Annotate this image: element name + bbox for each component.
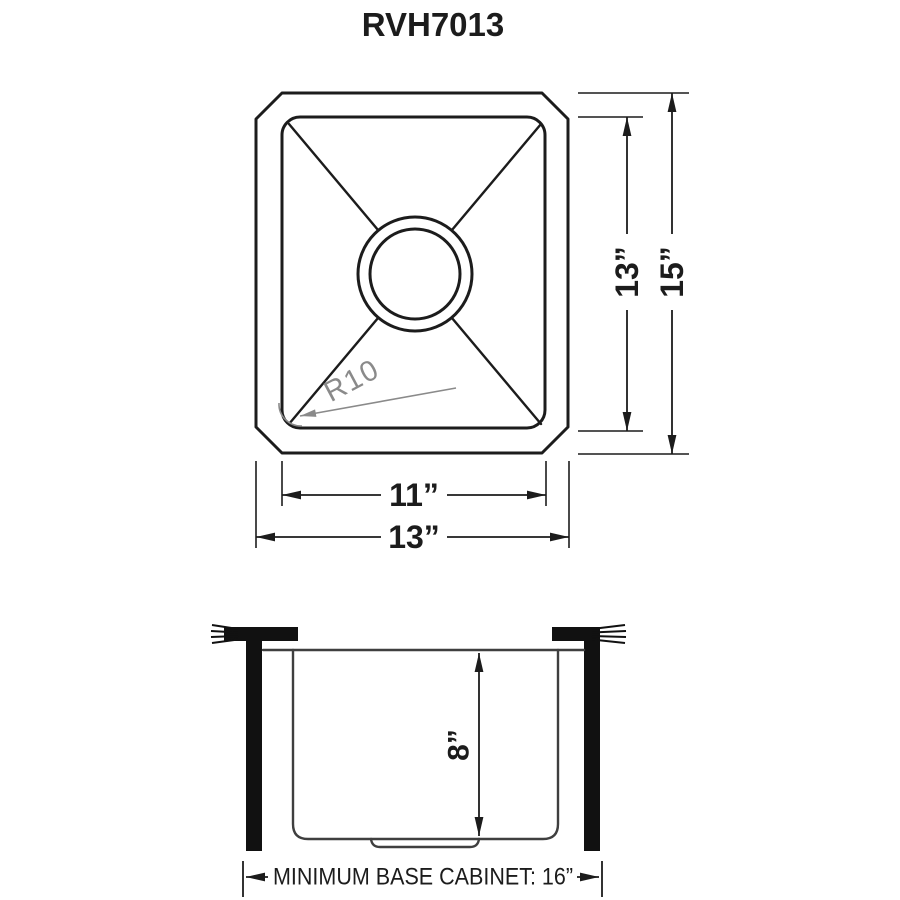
dim-depth: 8”: [443, 653, 484, 836]
radius-label: R10: [319, 353, 385, 408]
sink-outer-outline: [254, 91, 570, 455]
dim-outer-height: 15”: [578, 92, 690, 455]
break-line: [591, 630, 627, 634]
break-line: [210, 630, 239, 634]
break-line: [591, 635, 627, 638]
dim-inner-height: 13”: [578, 116, 645, 432]
base-cabinet-label: MINIMUM BASE CABINET: 16”: [273, 864, 573, 891]
dim-outer-width: 13”: [255, 461, 570, 555]
radius-leader-line: [299, 387, 457, 417]
countertop-right-break-lines: [591, 624, 627, 644]
outer-width-label: 13”: [388, 519, 440, 555]
break-line: [211, 638, 239, 644]
countertop-left: [224, 627, 298, 641]
sink-inner-bowl-outline: [280, 115, 547, 430]
inner-height-label: 13”: [609, 246, 645, 298]
bowl-section-outline: [291, 648, 560, 841]
top-view: R10 13” 15” 11”: [254, 91, 690, 555]
drain-outer-circle: [356, 215, 474, 333]
break-line: [210, 635, 239, 638]
dim-base-cabinet: MINIMUM BASE CABINET: 16”: [242, 861, 603, 897]
dim-inner-width: 11”: [281, 461, 547, 513]
inner-width-label: 11”: [389, 477, 439, 513]
radius-arc: [278, 402, 303, 427]
corner-radius-annotation: R10: [278, 353, 457, 427]
outer-height-label: 15”: [654, 246, 690, 298]
break-line: [591, 624, 626, 630]
page-title: RVH7013: [362, 6, 505, 43]
cabinet-wall-left: [246, 641, 262, 851]
countertop-left-break-lines: [210, 624, 239, 644]
break-line: [211, 624, 239, 630]
side-view: 8” MINIMUM BASE CABINET: 16”: [210, 624, 627, 897]
depth-label: 8”: [443, 729, 476, 761]
countertop-right: [552, 627, 600, 641]
drain-inner-circle: [368, 227, 462, 321]
cabinet-wall-right: [584, 641, 600, 851]
drain-bump: [369, 837, 481, 849]
break-line: [591, 638, 626, 644]
